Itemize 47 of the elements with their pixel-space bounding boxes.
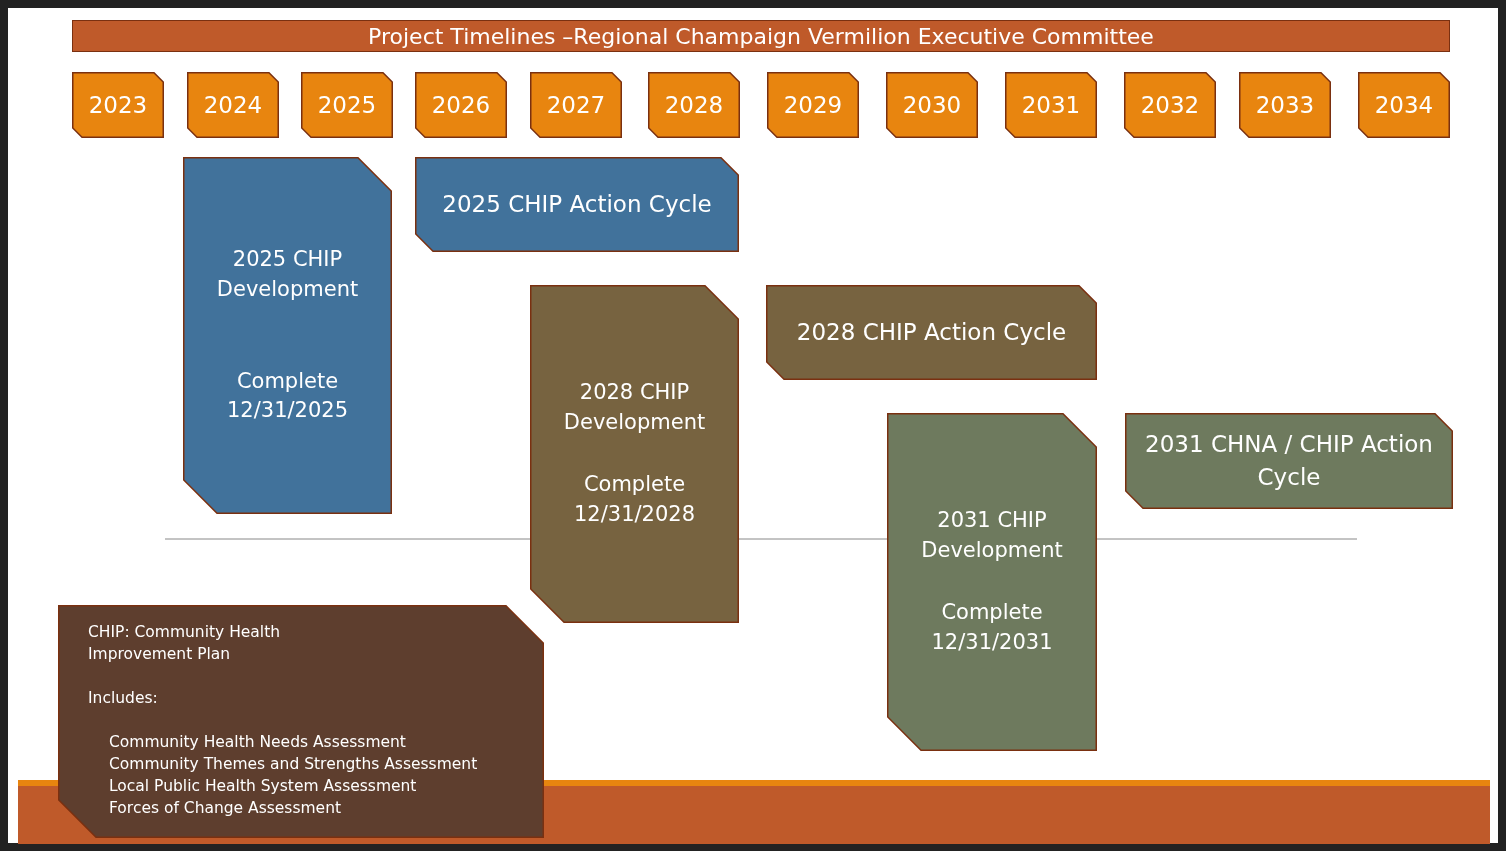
year-label: 2023 <box>88 90 148 120</box>
year-box <box>767 72 859 138</box>
year-box <box>1124 72 1216 138</box>
phase-title: 2031 CHIP Development <box>920 507 1064 565</box>
phase-title: 2025 CHIP Action Cycle <box>442 190 712 220</box>
year-box <box>530 72 622 138</box>
section-label: Includes: <box>88 688 158 709</box>
phase-card <box>183 157 392 514</box>
list-item: Forces of Change Assessment <box>109 798 342 819</box>
completion-date: Complete 12/31/2031 <box>930 599 1054 656</box>
phase-title: 2028 CHIP Action Cycle <box>796 318 1067 348</box>
year-box <box>1358 72 1450 138</box>
phase-title: 2025 CHIP Development <box>215 245 360 303</box>
phase-card <box>766 285 1097 380</box>
phase-card <box>530 285 739 623</box>
year-label: 2024 <box>203 90 263 120</box>
year-label: 2033 <box>1255 90 1315 120</box>
phase-title: 2028 CHIP Development <box>562 379 707 437</box>
year-box <box>648 72 740 138</box>
year-label: 2026 <box>431 90 491 120</box>
list-item: Community Health Needs Assessment <box>109 732 406 753</box>
list-item: Community Themes and Strengths Assessment <box>109 754 478 775</box>
phase-card <box>887 413 1097 751</box>
year-box <box>415 72 507 138</box>
year-label: 2028 <box>664 90 724 120</box>
phase-card <box>415 157 739 252</box>
list-item: Local Public Health System Assessment <box>109 776 417 797</box>
year-box <box>1239 72 1331 138</box>
year-label: 2031 <box>1021 90 1081 120</box>
title-banner: Project Timelines –Regional Champaign Vermilion Executive Committee <box>72 20 1450 52</box>
definition-text: CHIP: Community Health Improvement Plan <box>88 622 282 665</box>
year-label: 2034 <box>1374 90 1434 120</box>
year-box <box>187 72 279 138</box>
completion-date: Complete 12/31/2028 <box>572 471 696 528</box>
phase-title: 2031 CHNA / CHIP Action Cycle <box>1144 430 1434 492</box>
year-label: 2032 <box>1140 90 1200 120</box>
year-label: 2029 <box>783 90 843 120</box>
year-label: 2030 <box>902 90 962 120</box>
year-box <box>1005 72 1097 138</box>
year-label: 2027 <box>546 90 606 120</box>
year-box <box>301 72 393 138</box>
phase-card <box>1125 413 1453 509</box>
year-box <box>886 72 978 138</box>
year-box <box>72 72 164 138</box>
definition-card <box>58 605 544 838</box>
year-label: 2025 <box>317 90 377 120</box>
completion-date: Complete 12/31/2025 <box>225 367 349 425</box>
